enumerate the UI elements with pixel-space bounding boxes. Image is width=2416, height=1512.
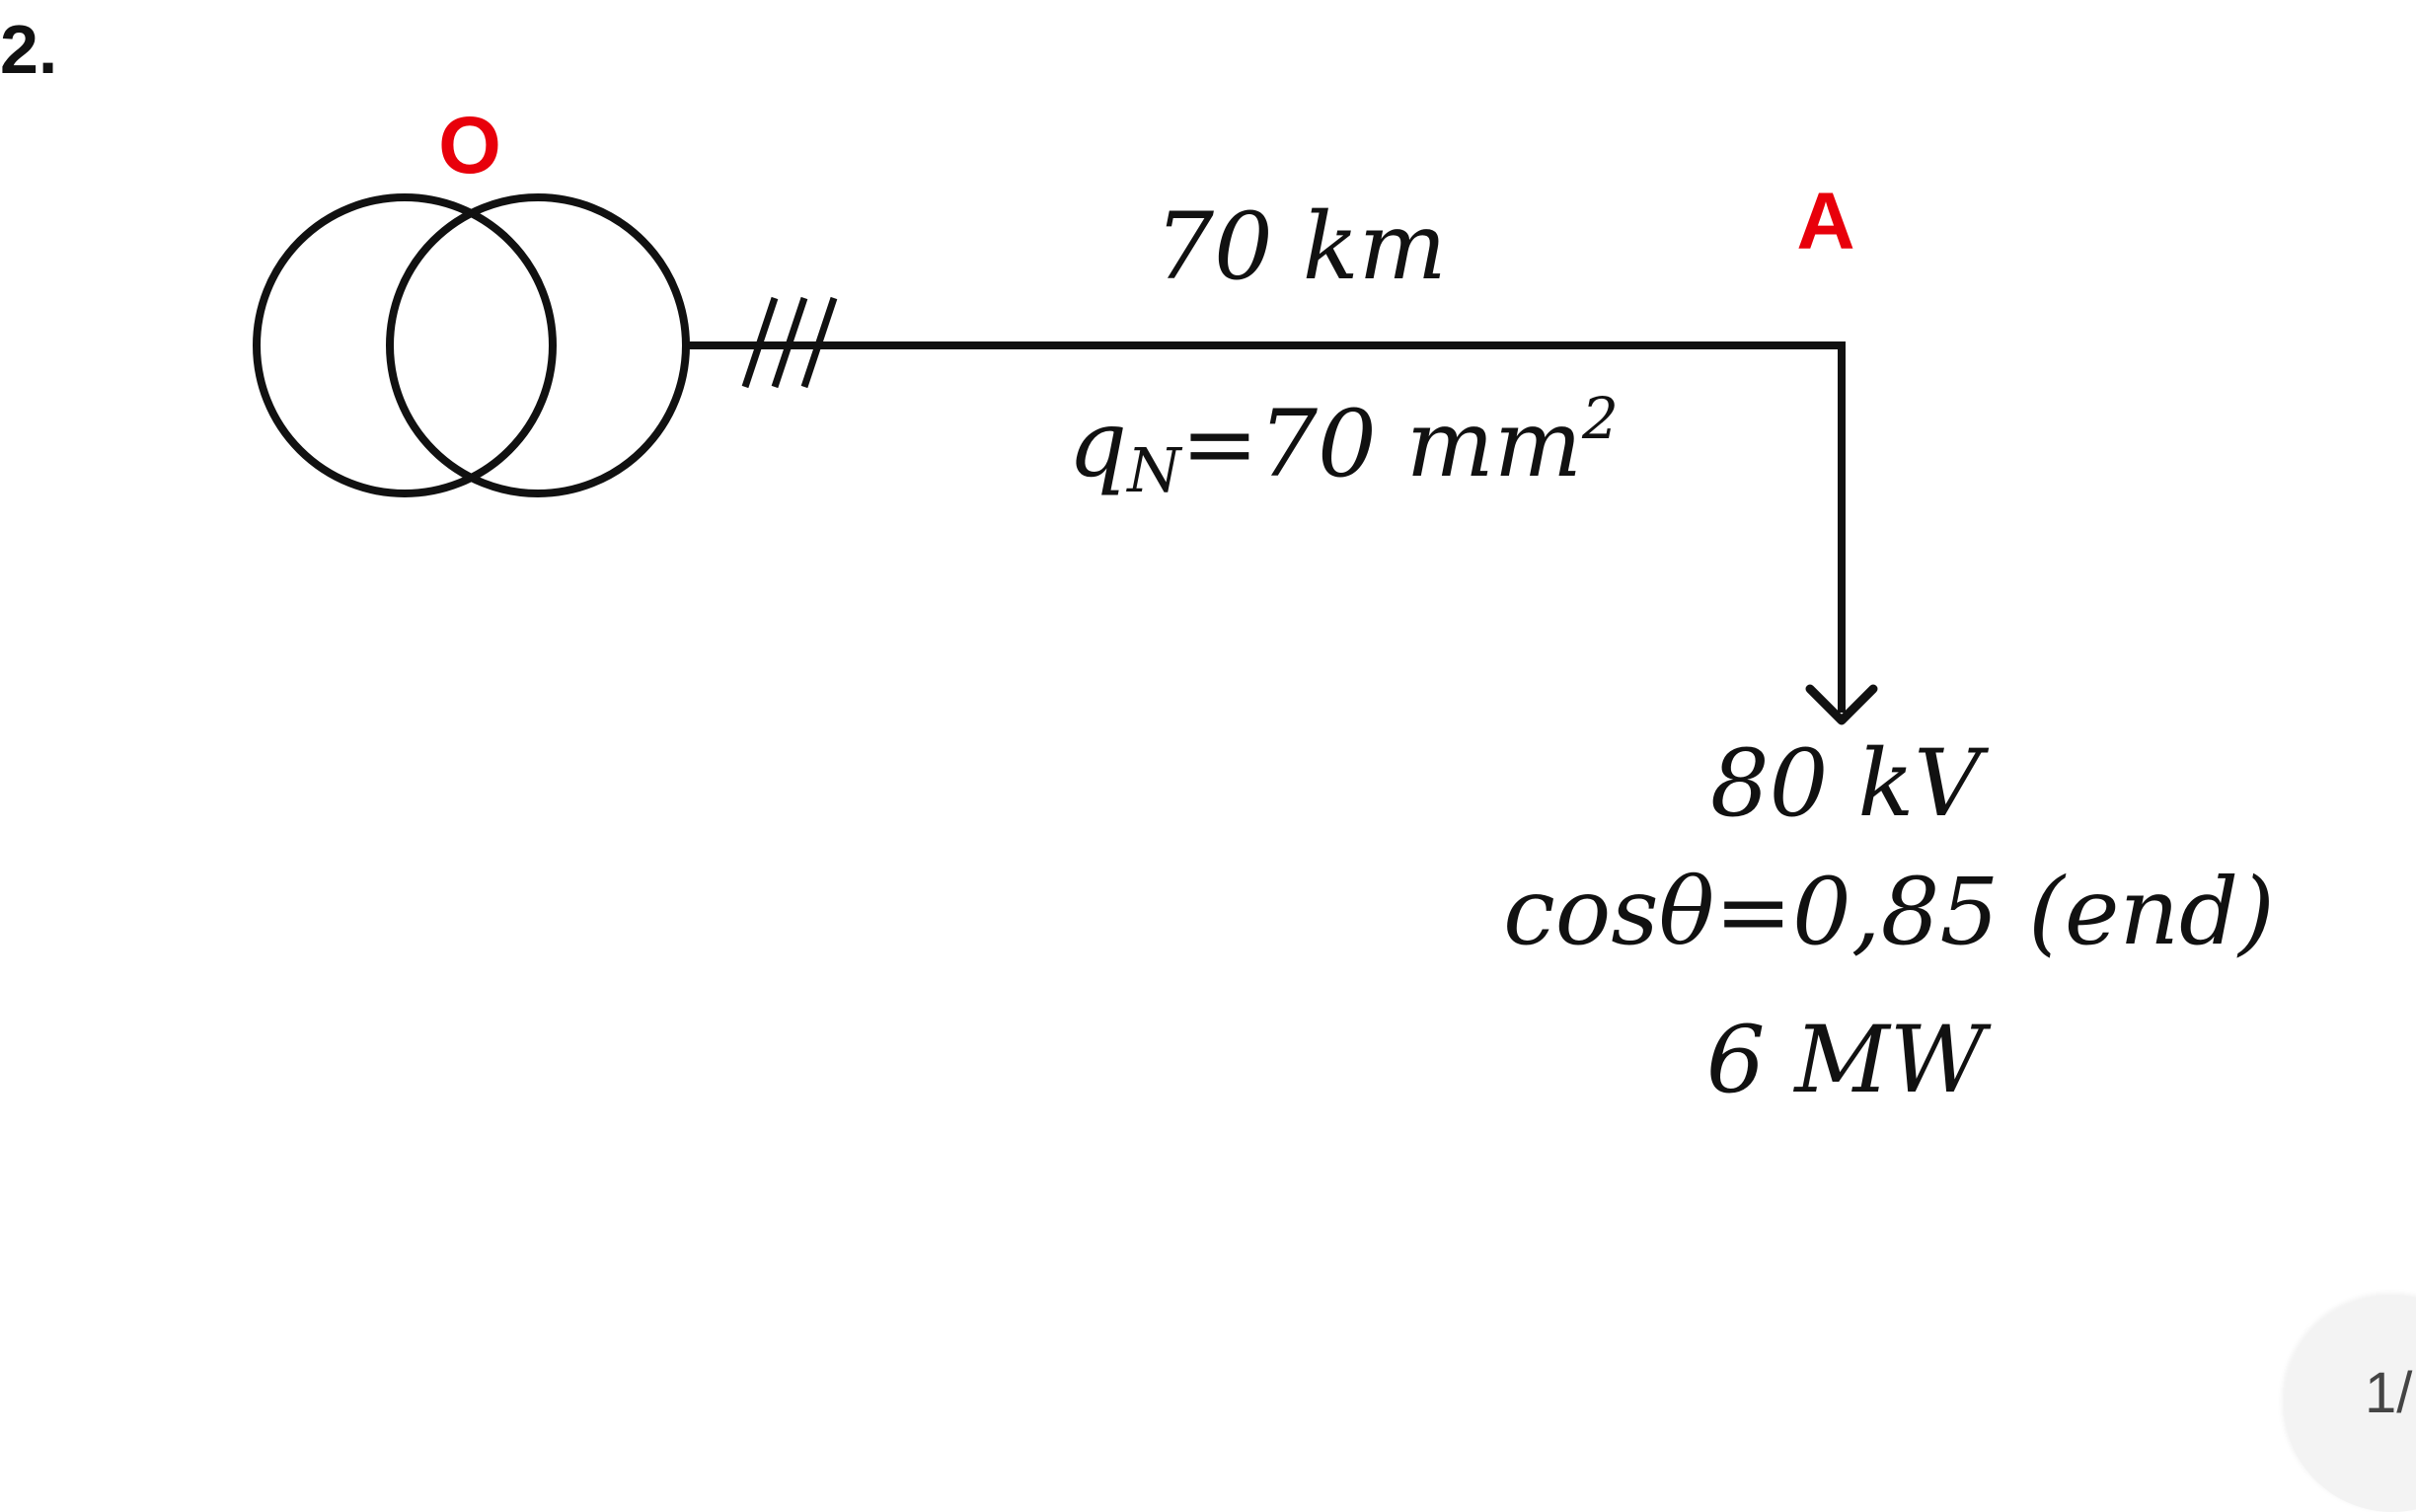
cross-section-symbol: q xyxy=(1068,391,1127,498)
end-node-label: A xyxy=(1796,177,1854,266)
three-phase-marker-icon xyxy=(741,296,838,389)
transformer-icon xyxy=(253,193,690,497)
load-power-label: 6 MW xyxy=(1706,1007,1992,1114)
page-indicator: 1/ xyxy=(2365,1361,2413,1425)
source-node-label: O xyxy=(438,101,501,190)
single-line-diagram: 2. O A 70 km qN=70 mm2 80 kV cosθ=0,85 (… xyxy=(0,11,2275,1114)
problem-number: 2. xyxy=(0,11,57,88)
load-power-factor-label: cosθ=0,85 (end) xyxy=(1503,859,2275,966)
cross-section-exponent: 2 xyxy=(1581,385,1619,452)
load-voltage-label: 80 kV xyxy=(1710,730,1989,838)
load-arrow-icon xyxy=(1805,684,1878,725)
cross-section-label: qN=70 mm2 xyxy=(1068,385,1619,506)
cross-section-subscript: N xyxy=(1125,434,1183,506)
line-length-label: 70 km xyxy=(1155,193,1447,301)
cross-section-value: =70 mm xyxy=(1180,391,1582,498)
